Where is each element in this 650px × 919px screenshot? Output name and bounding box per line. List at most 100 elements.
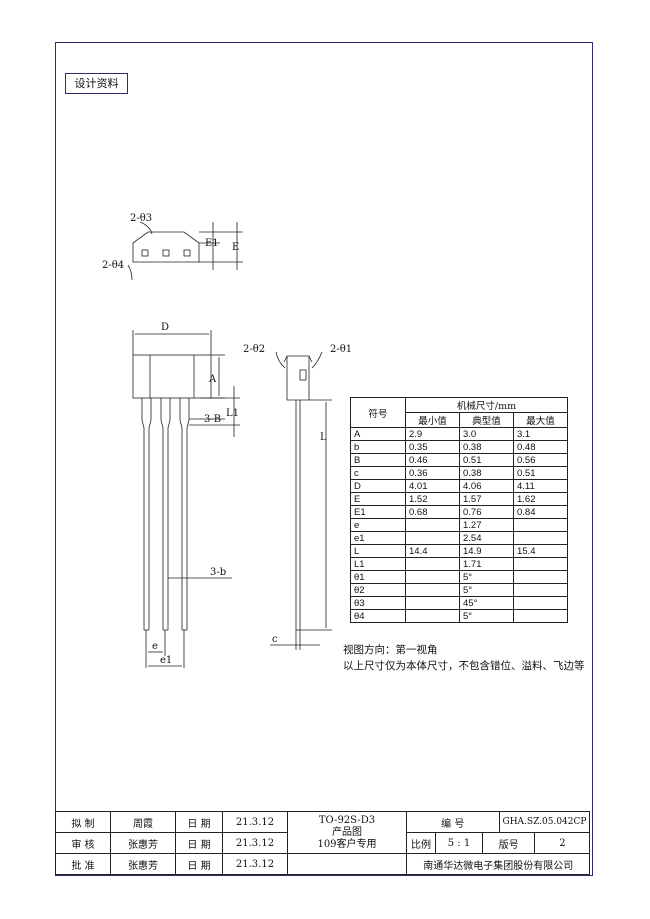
- number-value: GHA.SZ.05.042CP: [498, 811, 591, 833]
- cell-typ: 1.71: [459, 557, 514, 571]
- date-label-2: 日 期: [175, 832, 223, 854]
- version-value: 2: [534, 832, 591, 854]
- cell-typ: 45°: [459, 596, 514, 610]
- date-value-3: 21.3.12: [222, 853, 288, 875]
- view-direction-note: 视图方向：第一视角: [343, 644, 438, 656]
- cell-max: 0.56: [513, 453, 568, 467]
- approve-label: 批 准: [55, 853, 111, 875]
- cell-max: 1.62: [513, 492, 568, 506]
- header-symbol: 符号: [350, 397, 406, 428]
- label-front-3b-upper: 3-B: [204, 414, 221, 425]
- cell-max: 15.4: [513, 544, 568, 558]
- cell-min: [405, 518, 460, 532]
- dimension-note: 以上尺寸仅为本体尺寸，不包含错位、溢料、飞边等: [343, 660, 585, 672]
- angle-theta1-arc: [311, 351, 323, 369]
- cell-max: 3.1: [513, 427, 568, 441]
- cell-typ: 14.9: [459, 544, 514, 558]
- cell-typ: 5°: [459, 609, 514, 623]
- cell-typ: 3.0: [459, 427, 514, 441]
- label-front-e: e: [152, 641, 158, 652]
- cell-typ: 1.27: [459, 518, 514, 532]
- label-front-a: A: [208, 374, 217, 385]
- cell-min: 0.46: [405, 453, 460, 467]
- title-block: 拟 制 周霞 日 期 21.3.12 TO-92S-D3 产品图 109客户专用…: [55, 811, 591, 875]
- top-view-outline: [132, 231, 200, 263]
- lead-left: [141, 398, 152, 630]
- review-label: 审 核: [55, 832, 111, 854]
- cell-symbol: θ2: [350, 583, 406, 597]
- lead-middle: [160, 398, 171, 630]
- cell-min: 1.52: [405, 492, 460, 506]
- cell-max: 0.48: [513, 440, 568, 454]
- cell-max: 4.11: [513, 479, 568, 493]
- label-side-c: c: [272, 634, 278, 645]
- header-min: 最小值: [405, 412, 460, 428]
- top-view-pin-left: [141, 249, 149, 257]
- header-typ: 典型值: [459, 412, 514, 428]
- product-customer: 109客户专用: [317, 838, 377, 850]
- blank-cell: [287, 853, 407, 875]
- scale-label: 比例: [406, 832, 436, 854]
- cell-min: [405, 531, 460, 545]
- cell-symbol: L: [350, 544, 406, 558]
- front-view: D A L1 3-B 3-b e e1: [132, 322, 240, 668]
- cell-max: [513, 570, 568, 584]
- cell-symbol: A: [350, 427, 406, 441]
- cell-symbol: E1: [350, 505, 406, 519]
- cell-max: [513, 583, 568, 597]
- cell-symbol: θ1: [350, 570, 406, 584]
- header-mechanical-size: 机械尺寸/mm: [405, 397, 568, 413]
- top-view: 2-θ3 2-θ4 E1 E: [102, 213, 243, 281]
- date-value-1: 21.3.12: [222, 811, 288, 833]
- front-view-body: [132, 354, 212, 399]
- cell-min: 0.36: [405, 466, 460, 480]
- cell-min: 4.01: [405, 479, 460, 493]
- cell-symbol: c: [350, 466, 406, 480]
- cell-typ: 5°: [459, 583, 514, 597]
- approve-name: 张惠芳: [110, 853, 176, 875]
- cell-min: 14.4: [405, 544, 460, 558]
- cell-symbol: θ3: [350, 596, 406, 610]
- cell-symbol: e: [350, 518, 406, 532]
- cell-min: [405, 583, 460, 597]
- label-top-e1: E1: [205, 238, 219, 249]
- lead-right: [179, 398, 190, 630]
- label-side-angle1: 2-θ1: [330, 344, 352, 355]
- review-name: 张惠芳: [110, 832, 176, 854]
- product-type: 产品图: [332, 826, 362, 838]
- scale-value: 5 : 1: [435, 832, 483, 854]
- cell-typ: 2.54: [459, 531, 514, 545]
- cell-typ: 0.38: [459, 440, 514, 454]
- label-front-3b-lower: 3-b: [210, 567, 226, 578]
- number-label: 编 号: [406, 811, 500, 833]
- date-value-2: 21.3.12: [222, 832, 288, 854]
- cell-max: [513, 609, 568, 623]
- cell-max: [513, 531, 568, 545]
- cell-min: 2.9: [405, 427, 460, 441]
- dimension-row: θ3 45°: [350, 596, 568, 610]
- draft-name: 周霞: [110, 811, 176, 833]
- date-label-1: 日 期: [175, 811, 223, 833]
- label-top-e: E: [232, 242, 239, 253]
- dimension-row: θ2 5°: [350, 583, 568, 597]
- cell-typ: 0.51: [459, 453, 514, 467]
- cell-min: [405, 596, 460, 610]
- draft-label: 拟 制: [55, 811, 111, 833]
- angle-theta3-arc: [139, 221, 153, 235]
- side-view-lead: [295, 400, 301, 630]
- label-front-l1: L1: [226, 408, 239, 419]
- label-front-e1: e1: [160, 655, 172, 666]
- company-name: 南通华达微电子集团股份有限公司: [405, 853, 591, 875]
- cell-max: [513, 557, 568, 571]
